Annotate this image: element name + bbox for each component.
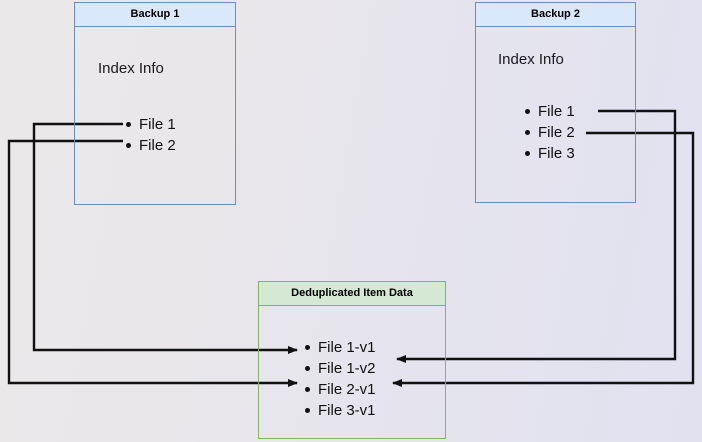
list-item[interactable]: File 3-v1 [305,400,376,421]
backup2-title: Backup 2 [476,3,635,27]
backup1-box[interactable]: Backup 1 [74,2,236,205]
list-item[interactable]: File 2-v1 [305,379,376,400]
list-item[interactable]: File 3 [525,143,575,164]
dedup-box[interactable]: Deduplicated Item Data [258,281,446,439]
backup1-title: Backup 1 [75,3,235,27]
backup1-file-list: File 1 File 2 [126,114,176,156]
list-item[interactable]: File 1 [126,114,176,135]
list-item[interactable]: File 1-v2 [305,358,376,379]
backup2-box[interactable]: Backup 2 [475,2,636,203]
dedup-title: Deduplicated Item Data [259,282,445,306]
backup1-index-info-label: Index Info [98,60,164,77]
backup2-file-list: File 1 File 2 File 3 [525,101,575,164]
list-item[interactable]: File 1-v1 [305,337,376,358]
list-item[interactable]: File 2 [126,135,176,156]
dedup-file-list: File 1-v1 File 1-v2 File 2-v1 File 3-v1 [305,337,376,421]
list-item[interactable]: File 2 [525,122,575,143]
list-item[interactable]: File 1 [525,101,575,122]
backup2-index-info-label: Index Info [498,51,564,68]
